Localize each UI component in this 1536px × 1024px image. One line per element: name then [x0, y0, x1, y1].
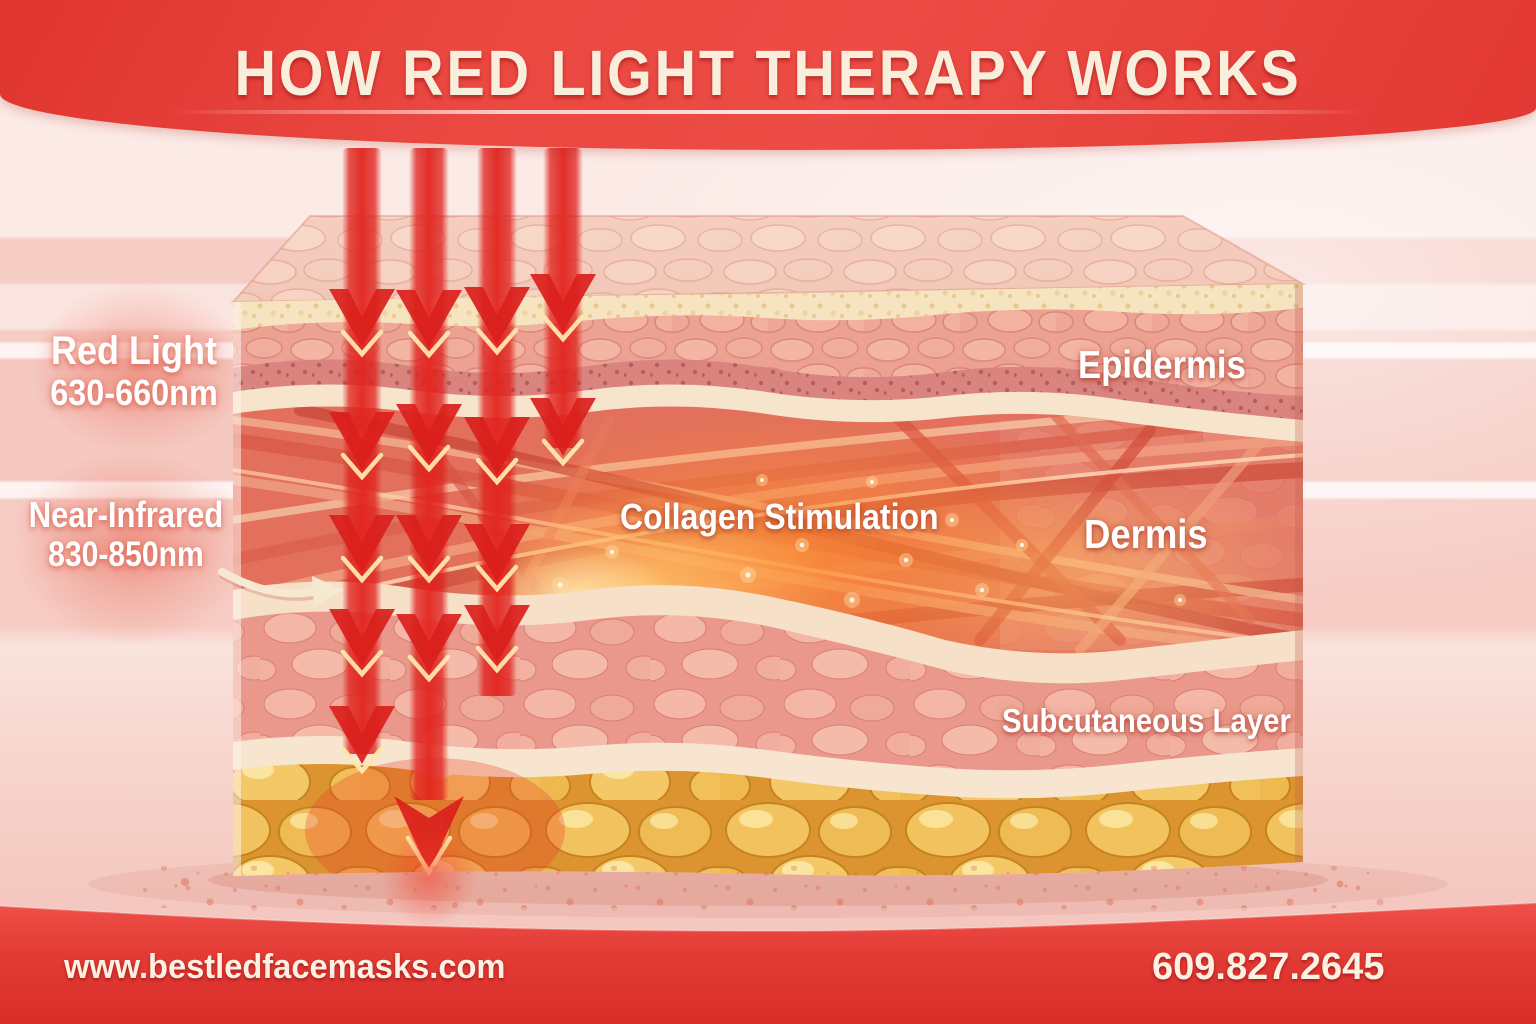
fat-layer [233, 764, 1303, 876]
page-title: HOW RED LIGHT THERAPY WORKS [234, 37, 1302, 109]
near-infrared-pointer-arrow-icon [218, 568, 344, 606]
dermis-label: Dermis [1084, 511, 1208, 557]
near-infrared-label: Near-Infrared 830-850nm [26, 496, 226, 576]
title-divider [168, 110, 1368, 114]
dust-speckles [140, 866, 1390, 912]
red-light-name: Red Light [51, 329, 217, 373]
subcutaneous-label: Subcutaneous Layer [1002, 702, 1291, 739]
phone-number: 609.827.2645 [1152, 946, 1385, 988]
red-light-label: Red Light 630-660nm [39, 330, 230, 413]
block-right-edge [1295, 284, 1303, 876]
footer-band [0, 902, 1536, 1024]
header-band: HOW RED LIGHT THERAPY WORKS [0, 0, 1536, 150]
epidermis-label: Epidermis [1078, 344, 1246, 387]
near-infrared-name: Near-Infrared [28, 494, 224, 535]
red-light-wavelength: 630-660nm [50, 372, 218, 413]
website-url: www.bestledfacemasks.com [64, 948, 506, 986]
near-infrared-wavelength: 830-850nm [48, 534, 204, 574]
collagen-stimulation-label: Collagen Stimulation [620, 496, 939, 537]
